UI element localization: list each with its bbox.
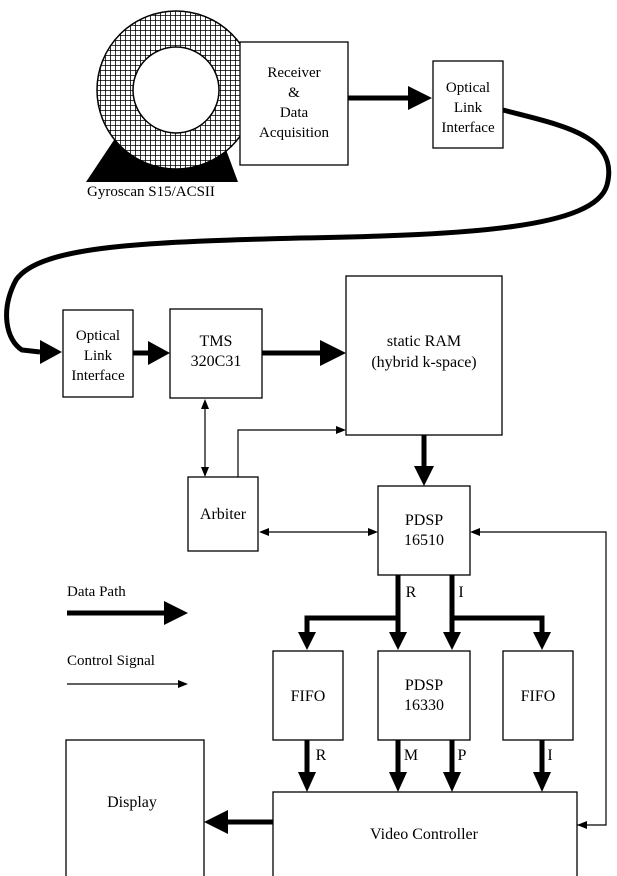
optical-link-bottom-block: Optical Link Interface — [62, 309, 134, 398]
optical-bottom-line-2: Link — [84, 348, 113, 364]
pdsp-16510-block: PDSP 16510 — [377, 485, 471, 576]
optical-bottom-line-1: Optical — [76, 328, 120, 344]
label-i-top: I — [458, 584, 463, 601]
label-r-bottom: R — [316, 747, 327, 764]
legend-data-path-arrowhead — [164, 601, 188, 625]
arrow-optical-to-tms — [133, 341, 170, 365]
optical-top-line-2: Link — [454, 100, 483, 116]
display-block: Display — [65, 739, 205, 876]
label-r-top: R — [406, 584, 417, 601]
receiver-line-3: Data — [280, 105, 309, 121]
control-arbiter-pdsp16510 — [259, 528, 378, 536]
pdsp16330-line-1: PDSP — [405, 677, 443, 694]
tms-line-2: 320C31 — [191, 353, 242, 370]
fifo-right-block: FIFO — [502, 650, 574, 741]
arrow-receiver-to-optical — [348, 86, 432, 110]
arrow-ram-to-pdsp16510 — [414, 435, 434, 486]
arbiter-block: Arbiter — [187, 476, 259, 552]
label-i-bottom: I — [547, 747, 552, 764]
static-ram-block: static RAM (hybrid k-space) — [345, 275, 503, 436]
fifo-right-label: FIFO — [521, 688, 556, 705]
fifo-left-label: FIFO — [291, 688, 326, 705]
tms-block: TMS 320C31 — [169, 308, 263, 399]
video-controller-block: Video Controller — [272, 791, 578, 876]
pdsp16510-line-1: PDSP — [405, 512, 443, 529]
optical-bottom-line-3: Interface — [71, 368, 125, 384]
data-paths-r-i — [298, 575, 551, 650]
label-p-bottom: P — [458, 747, 467, 764]
optical-fiber-link — [4, 107, 612, 355]
legend-control-signal-arrowhead — [178, 680, 188, 688]
tms-line-1: TMS — [200, 333, 233, 350]
legend-data-path-label: Data Path — [67, 584, 126, 600]
label-m-bottom: M — [404, 747, 418, 764]
receiver-line-1: Receiver — [267, 65, 320, 81]
legend: Data Path Control Signal — [67, 584, 188, 688]
control-arbiter-ram — [237, 426, 346, 477]
pdsp-16330-block: PDSP 16330 — [377, 650, 471, 741]
optical-top-line-1: Optical — [446, 80, 490, 96]
arbiter-label: Arbiter — [200, 506, 247, 523]
display-label: Display — [107, 794, 157, 811]
receiver-line-4: Acquisition — [259, 125, 329, 141]
ram-line-1: static RAM — [387, 333, 461, 350]
fifo-left-block: FIFO — [272, 650, 344, 741]
pdsp16510-line-2: 16510 — [404, 532, 444, 549]
optical-top-line-3: Interface — [441, 120, 495, 136]
arrow-tms-to-ram — [262, 340, 346, 366]
optical-fiber-arrowhead — [40, 340, 62, 364]
pdsp16330-line-2: 16330 — [404, 697, 444, 714]
arrow-video-to-display — [204, 810, 273, 834]
ram-line-2: (hybrid k-space) — [371, 354, 476, 371]
video-controller-label: Video Controller — [370, 826, 479, 843]
receiver-block: Receiver & Data Acquisition — [239, 41, 349, 166]
legend-control-signal-label: Control Signal — [67, 653, 155, 669]
scanner-icon — [86, 10, 256, 182]
control-video-to-pdsp16510 — [470, 528, 607, 829]
optical-link-top-block: Optical Link Interface — [432, 60, 504, 149]
data-paths-to-video-controller — [298, 740, 551, 792]
receiver-line-2: & — [288, 85, 300, 101]
control-tms-arbiter — [201, 399, 209, 477]
scanner-label: Gyroscan S15/ACSII — [87, 184, 215, 200]
